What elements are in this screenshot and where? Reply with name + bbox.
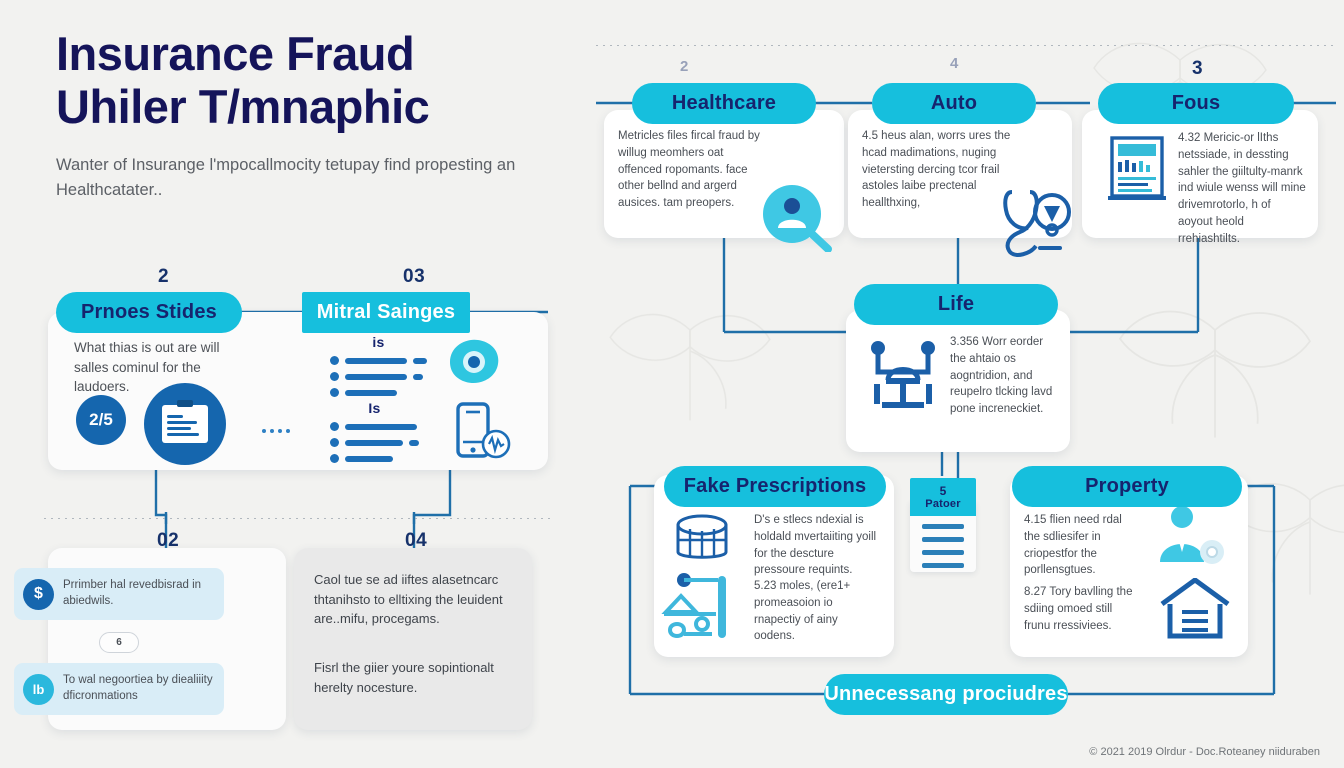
card-fake-prescriptions-body: D's e stlecs ndexial is holdald mvertaii…	[754, 514, 877, 577]
left-number-2: 03	[403, 266, 426, 287]
pill-mitral-label: Mitral Sainges	[316, 301, 456, 323]
pill-mitral-sainges[interactable]: Mitral Sainges	[302, 292, 470, 333]
right-marker-3: 3	[1192, 58, 1204, 79]
process-card-body: What thias is out are will salles cominu…	[74, 340, 220, 395]
card04-paragraph-2: Fisrl the giier youre sopintionalt herel…	[314, 660, 494, 695]
pill-process-label: Prnoes Stides	[81, 301, 217, 323]
eye-target-icon	[450, 339, 499, 384]
top-ruler-dotted	[596, 45, 1336, 46]
mitral-group2-caption: Is	[368, 400, 381, 416]
card-healthcare-body: Metricles files fircal fraud by willug m…	[618, 130, 760, 210]
card02-chip-2[interactable]: lb To wal negoortiea by diealiiity dficr…	[14, 663, 224, 715]
card02-mid-badge: 6	[99, 632, 139, 653]
card-focus	[1082, 110, 1318, 238]
card02-mid-badge-label: 6	[116, 637, 122, 648]
clipboard-icon	[144, 383, 226, 465]
pill-focus[interactable]: Fous	[1098, 83, 1294, 124]
page-title: Insurance Fraud Uhiler T/mnaphic	[56, 27, 556, 133]
stethoscope-icon	[1003, 190, 1071, 257]
pill-fake-prescriptions-label: Fake Prescriptions	[683, 475, 867, 497]
pill-life[interactable]: Life	[854, 284, 1058, 325]
network-person-icon	[871, 341, 935, 408]
lab-flask-icon	[661, 573, 726, 638]
person-gear-icon	[1160, 506, 1224, 564]
card-life	[846, 310, 1070, 452]
pill-auto-label: Auto	[930, 92, 978, 114]
document-chart-icon	[1108, 136, 1166, 200]
title-line-2: Uhiler T/mnaphic	[56, 79, 430, 133]
right-marker-2: 4	[950, 55, 959, 72]
dollar-icon: $	[23, 578, 54, 610]
list-lines-icon	[922, 524, 964, 568]
card-property-body2: 8.27 Tory bavlling the sdiing omoed stil…	[1024, 586, 1133, 632]
left-number-4: 04	[405, 530, 428, 551]
card-fake-prescriptions-body2: 5.23 moles, (ere1+ promeasoion io rnapec…	[754, 580, 851, 643]
pill-unnecessary-procedures-label: Unnecessang prociudres	[824, 683, 1068, 705]
pill-auto[interactable]: Auto	[872, 83, 1036, 124]
dotted-connector-icon	[262, 420, 294, 433]
ratio-badge: 2/5	[76, 395, 126, 445]
page-subtitle: Wanter of Insurange l'mpocallmocity tetu…	[56, 156, 516, 199]
pill-fake-prescriptions[interactable]: Fake Prescriptions	[664, 466, 886, 507]
card-auto-body: 4.5 heus alan, worrs ures the hcad madim…	[862, 130, 1011, 210]
pill-healthcare-label: Healthcare	[671, 92, 777, 114]
mobile-signal-icon	[456, 402, 511, 459]
pill-life-label: Life	[937, 293, 975, 315]
pill-property-label: Property	[1085, 475, 1169, 497]
mini-card-badge-number: 5	[939, 484, 947, 498]
left-ruler-dotted	[44, 518, 554, 519]
pill-bottle-icon	[676, 514, 728, 559]
right-marker-1: 2	[680, 58, 689, 75]
left-number-1: 2	[158, 266, 170, 287]
pill-unnecessary-procedures[interactable]: Unnecessang prociudres	[824, 674, 1068, 715]
card-life-body: 3.356 Worr eorder the ahtaio os aogntrid…	[950, 336, 1053, 416]
mitral-list-group-2: Is	[330, 400, 419, 470]
card02-chip-1[interactable]: $ Prrimber hal revedbisrad in abiedwils.	[14, 568, 224, 620]
process-savings-card	[48, 312, 548, 470]
card02-chip1-text: Prrimber hal revedbisrad in abiedwils.	[63, 579, 202, 607]
person-magnifier-icon	[763, 185, 832, 252]
card-property-body: 4.15 flien need rdal the sdliesifer in c…	[1024, 514, 1122, 577]
mini-card-badge-label: Patoer	[925, 498, 961, 510]
card-04	[294, 548, 532, 730]
mitral-list-group-1: is	[330, 334, 427, 404]
title-line-1: Insurance Fraud	[56, 27, 415, 80]
mitral-group1-caption: is	[372, 334, 385, 350]
pill-property[interactable]: Property	[1012, 466, 1242, 507]
left-number-3: 02	[157, 530, 180, 551]
book-icon: lb	[23, 673, 54, 705]
house-lines-icon	[1160, 578, 1230, 639]
clipboard-glyph	[162, 405, 208, 443]
mini-card-badge[interactable]: 5 Patoer	[910, 478, 976, 516]
pill-focus-label: Fous	[1171, 92, 1221, 114]
footer-copyright: © 2021 2019 Olrdur - Doc.Roteaney niidur…	[1089, 746, 1320, 758]
ratio-badge-label: 2/5	[89, 410, 113, 429]
card02-chip2-text: To wal negoortiea by diealiiity dficronm…	[63, 674, 213, 702]
card04-paragraph-1: Caol tue se ad iiftes alasetncarc thtani…	[314, 572, 503, 626]
hero-block: Insurance Fraud Uhiler T/mnaphic Wanter …	[56, 27, 556, 203]
card-focus-body: 4.32 Mericic-or lIths netssiade, in dess…	[1178, 132, 1306, 245]
pill-process-stides[interactable]: Prnoes Stides	[56, 292, 242, 333]
pill-healthcare[interactable]: Healthcare	[632, 83, 816, 124]
